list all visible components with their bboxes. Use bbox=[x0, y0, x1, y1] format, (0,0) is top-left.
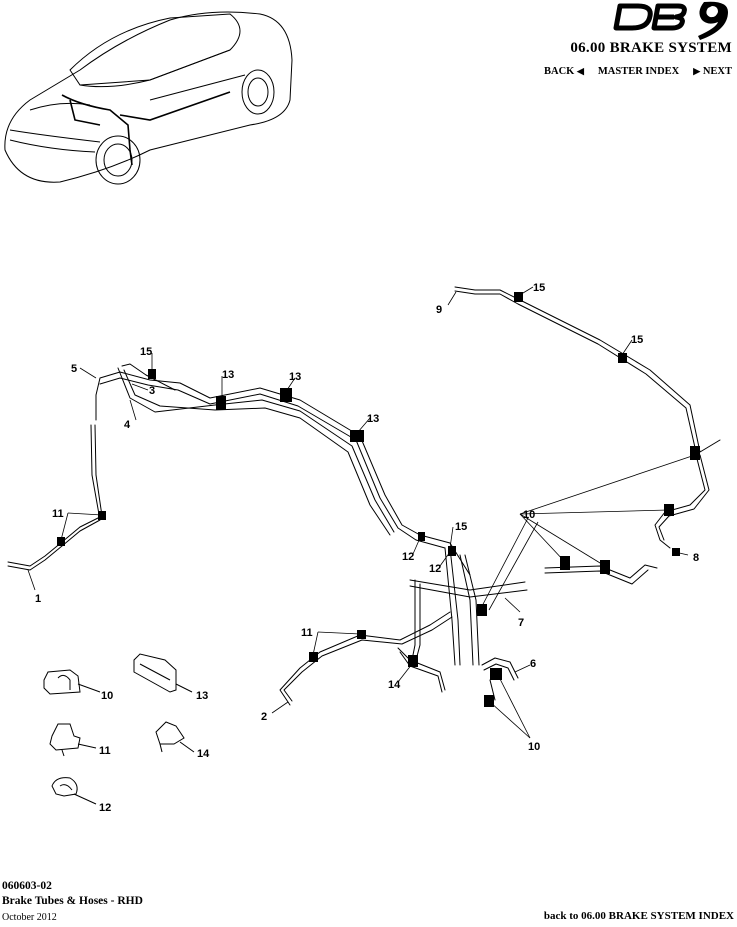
callout-5: 5 bbox=[71, 363, 77, 375]
callout-1: 1 bbox=[35, 593, 41, 605]
callout-12-lower: 12 bbox=[429, 563, 441, 575]
callout-7: 7 bbox=[518, 617, 524, 629]
callout-13-c: 13 bbox=[367, 413, 379, 425]
callout-12-legend: 12 bbox=[99, 802, 111, 814]
db9-logo bbox=[613, 1, 728, 40]
next-link[interactable]: ▶ NEXT bbox=[693, 66, 732, 77]
callout-3: 3 bbox=[149, 385, 155, 397]
callout-6: 6 bbox=[530, 658, 536, 670]
system-title: 06.00 BRAKE SYSTEM bbox=[570, 40, 732, 56]
car-locator-illustration bbox=[4, 11, 293, 185]
callout-9: 9 bbox=[436, 304, 442, 316]
callout-2: 2 bbox=[261, 711, 267, 723]
triangle-right-icon: ▶ bbox=[693, 66, 701, 76]
callout-4: 4 bbox=[124, 419, 131, 431]
illustration-code: 060603-02 bbox=[2, 880, 52, 892]
callout-14-legend: 14 bbox=[197, 748, 210, 760]
callout-13-b: 13 bbox=[289, 371, 301, 383]
publication-date: October 2012 bbox=[2, 912, 57, 923]
callout-11-legend: 11 bbox=[99, 745, 111, 757]
master-index-link[interactable]: MASTER INDEX bbox=[597, 66, 680, 77]
callout-11-centre: 11 bbox=[301, 627, 313, 639]
callout-15-d: 15 bbox=[631, 334, 643, 346]
back-link[interactable]: BACK ◀ bbox=[543, 66, 584, 77]
callout-10-upper: 10 bbox=[523, 509, 535, 521]
callout-15-b: 15 bbox=[455, 521, 467, 533]
callout-14-centre: 14 bbox=[388, 679, 401, 691]
callout-8: 8 bbox=[693, 552, 699, 564]
navigation-bar: BACK ◀ MASTER INDEX ▶ NEXT bbox=[544, 66, 732, 77]
callout-10-lower: 10 bbox=[528, 741, 540, 753]
callout-10-legend: 10 bbox=[101, 690, 113, 702]
illustration-description: Brake Tubes & Hoses - RHD bbox=[2, 895, 143, 907]
callout-12-upper: 12 bbox=[402, 551, 414, 563]
callout-13-a: 13 bbox=[222, 369, 234, 381]
triangle-left-icon: ◀ bbox=[576, 66, 584, 76]
callout-11-left: 11 bbox=[52, 508, 64, 520]
back-to-index-link[interactable]: back to 06.00 BRAKE SYSTEM INDEX bbox=[543, 910, 734, 922]
callout-15-a: 15 bbox=[140, 346, 152, 358]
callout-15-c: 15 bbox=[533, 282, 545, 294]
callout-13-legend: 13 bbox=[196, 690, 208, 702]
